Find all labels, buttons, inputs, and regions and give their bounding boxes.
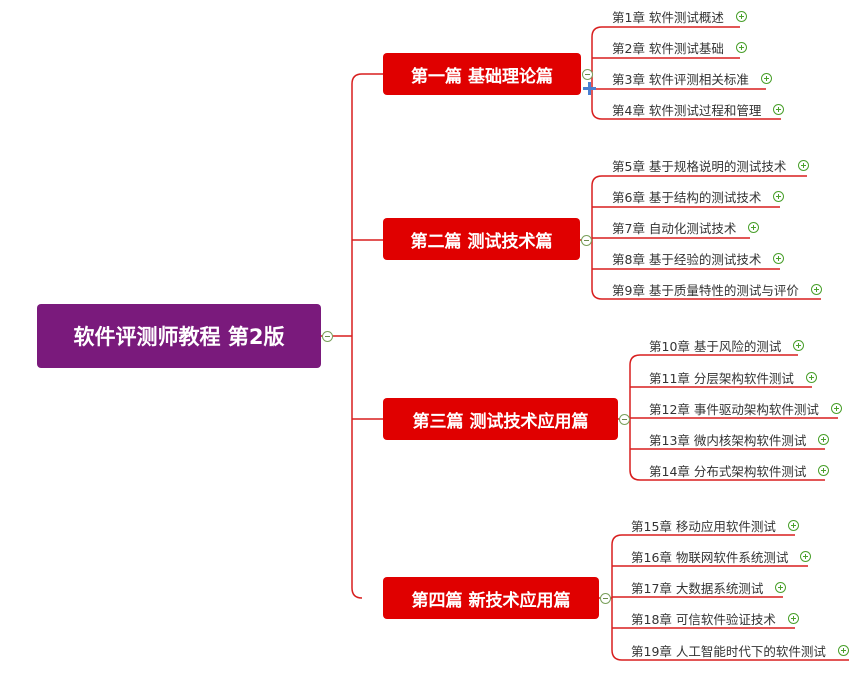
expand-icon[interactable] — [775, 581, 787, 593]
chapter-14[interactable]: 第14章 分布式架构软件测试 — [649, 459, 830, 481]
chapter-4[interactable]: 第4章 软件测试过程和管理 — [612, 98, 785, 120]
chapter-label: 第2章 软件测试基础 — [612, 40, 724, 56]
chapter-19[interactable]: 第19章 人工智能时代下的软件测试 — [631, 639, 849, 661]
expand-icon[interactable] — [748, 221, 760, 233]
chapter-label: 第7章 自动化测试技术 — [612, 220, 737, 236]
chapter-label: 第15章 移动应用软件测试 — [631, 518, 776, 534]
chapter-label: 第6章 基于结构的测试技术 — [612, 189, 762, 205]
chapter-label: 第19章 人工智能时代下的软件测试 — [631, 643, 826, 659]
chapter-label: 第14章 分布式架构软件测试 — [649, 463, 807, 479]
chapter-18[interactable]: 第18章 可信软件验证技术 — [631, 607, 799, 629]
part-topic-2[interactable]: 第二篇 测试技术篇 — [383, 218, 580, 260]
expand-icon[interactable] — [735, 10, 747, 22]
chapter-label: 第3章 软件评测相关标准 — [612, 71, 749, 87]
chapter-5[interactable]: 第5章 基于规格说明的测试技术 — [612, 154, 810, 176]
chapter-label: 第4章 软件测试过程和管理 — [612, 102, 762, 118]
chapter-11[interactable]: 第11章 分层架构软件测试 — [649, 366, 817, 388]
chapter-13[interactable]: 第13章 微内核架构软件测试 — [649, 428, 830, 450]
chapter-2[interactable]: 第2章 软件测试基础 — [612, 36, 747, 58]
chapter-label: 第17章 大数据系统测试 — [631, 580, 764, 596]
expand-icon[interactable] — [773, 252, 785, 264]
part-topic-3[interactable]: 第三篇 测试技术应用篇 — [383, 398, 618, 440]
expand-icon[interactable] — [837, 644, 849, 656]
chapter-10[interactable]: 第10章 基于风险的测试 — [649, 334, 805, 356]
part-3-collapse-icon[interactable] — [619, 414, 630, 425]
expand-icon[interactable] — [735, 41, 747, 53]
chapter-16[interactable]: 第16章 物联网软件系统测试 — [631, 545, 812, 567]
expand-icon[interactable] — [760, 72, 772, 84]
part-topic-1[interactable]: 第一篇 基础理论篇 — [383, 53, 581, 95]
expand-icon[interactable] — [773, 190, 785, 202]
expand-icon[interactable] — [810, 283, 822, 295]
chapter-label: 第1章 软件测试概述 — [612, 9, 724, 25]
expand-icon[interactable] — [798, 159, 810, 171]
expand-icon[interactable] — [818, 433, 830, 445]
chapter-label: 第8章 基于经验的测试技术 — [612, 251, 762, 267]
root-topic[interactable]: 软件评测师教程 第2版 — [37, 304, 321, 368]
expand-icon[interactable] — [830, 402, 842, 414]
chapter-1[interactable]: 第1章 软件测试概述 — [612, 5, 747, 27]
expand-icon[interactable] — [793, 339, 805, 351]
chapter-7[interactable]: 第7章 自动化测试技术 — [612, 216, 760, 238]
expand-icon[interactable] — [805, 371, 817, 383]
expand-icon[interactable] — [787, 519, 799, 531]
chapter-label: 第11章 分层架构软件测试 — [649, 370, 794, 386]
chapter-label: 第10章 基于风险的测试 — [649, 338, 782, 354]
expand-icon[interactable] — [773, 103, 785, 115]
part-1-collapse-icon[interactable] — [582, 69, 593, 80]
chapter-label: 第12章 事件驱动架构软件测试 — [649, 401, 819, 417]
chapter-label: 第16章 物联网软件系统测试 — [631, 549, 789, 565]
chapter-8[interactable]: 第8章 基于经验的测试技术 — [612, 247, 785, 269]
add-topic-icon[interactable] — [583, 82, 596, 95]
chapter-12[interactable]: 第12章 事件驱动架构软件测试 — [649, 397, 842, 419]
part-2-collapse-icon[interactable] — [581, 235, 592, 246]
chapter-6[interactable]: 第6章 基于结构的测试技术 — [612, 185, 785, 207]
expand-icon[interactable] — [787, 612, 799, 624]
part-topic-4[interactable]: 第四篇 新技术应用篇 — [383, 577, 599, 619]
chapter-label: 第9章 基于质量特性的测试与评价 — [612, 282, 799, 298]
chapter-label: 第5章 基于规格说明的测试技术 — [612, 158, 787, 174]
root-collapse-icon[interactable] — [322, 331, 333, 342]
chapter-15[interactable]: 第15章 移动应用软件测试 — [631, 514, 799, 536]
part-4-collapse-icon[interactable] — [600, 593, 611, 604]
chapter-9[interactable]: 第9章 基于质量特性的测试与评价 — [612, 278, 822, 300]
chapter-3[interactable]: 第3章 软件评测相关标准 — [612, 67, 772, 89]
chapter-label: 第18章 可信软件验证技术 — [631, 611, 776, 627]
expand-icon[interactable] — [800, 550, 812, 562]
expand-icon[interactable] — [818, 464, 830, 476]
chapter-label: 第13章 微内核架构软件测试 — [649, 432, 807, 448]
chapter-17[interactable]: 第17章 大数据系统测试 — [631, 576, 787, 598]
